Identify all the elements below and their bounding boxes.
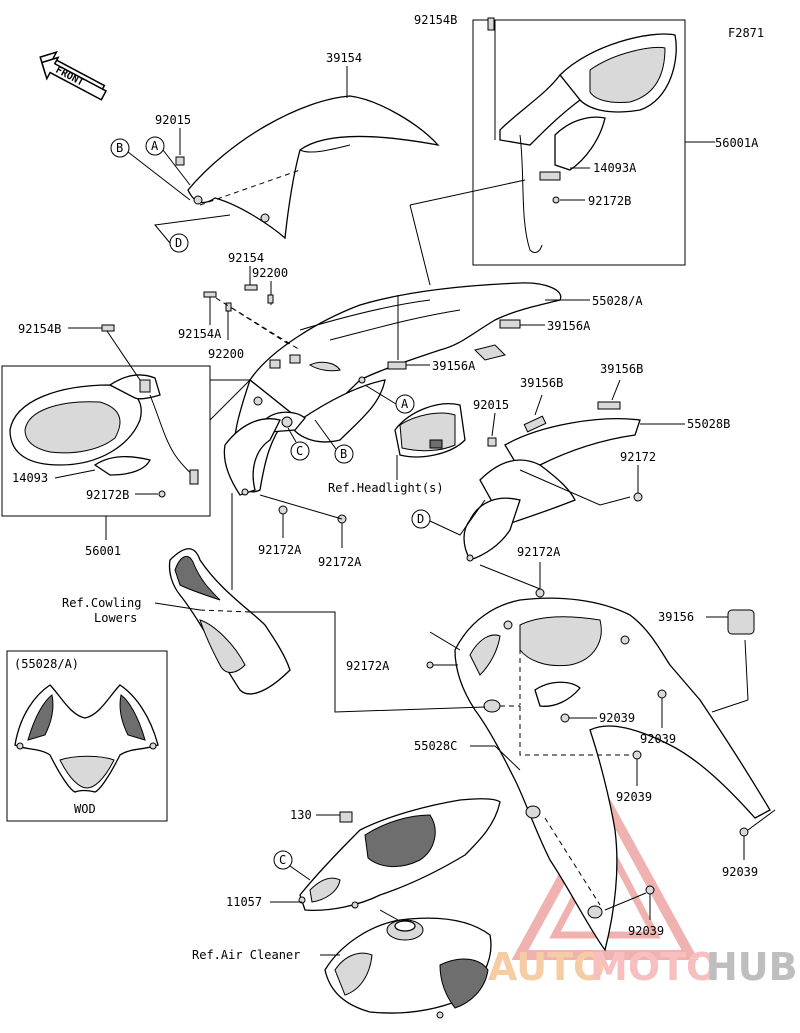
label-92154A: 92154A <box>178 327 222 341</box>
ref-air-cleaner-label: Ref.Air Cleaner <box>192 948 300 962</box>
callout-c-bottom: C <box>273 850 293 870</box>
grommet-39156 <box>727 609 755 635</box>
inner-fairing-bracket <box>223 396 281 496</box>
callout-d-mid: D <box>411 509 431 529</box>
label-92015-mid: 92015 <box>473 398 509 412</box>
watermark-text-moto: MOTO <box>590 945 718 989</box>
callout-b-top: B <box>110 138 130 158</box>
figure-code: F2871 <box>728 26 764 40</box>
ref-cowling-label-2: Lowers <box>94 611 137 625</box>
mirror-right-part <box>499 33 677 253</box>
label-92039-5: 92039 <box>628 924 664 938</box>
svg-text:D: D <box>417 512 424 526</box>
cowling-lower-ref-part <box>168 548 291 695</box>
label-92039-2: 92039 <box>640 732 676 746</box>
label-39154: 39154 <box>326 51 362 65</box>
label-92172B-left: 92172B <box>86 488 129 502</box>
callout-a-top: A <box>145 136 165 156</box>
label-92172A-3: 92172A <box>517 545 561 559</box>
svg-text:D: D <box>175 236 182 250</box>
label-55028C: 55028C <box>414 739 457 753</box>
label-92172A-2: 92172A <box>318 555 362 569</box>
label-39156: 39156 <box>658 610 694 624</box>
label-92172A-4: 92172A <box>346 659 390 673</box>
label-39156A-1: 39156A <box>547 319 591 333</box>
label-92039-4: 92039 <box>722 865 758 879</box>
label-92172-right: 92172 <box>620 450 656 464</box>
watermark-text-auto: AUTO <box>488 945 605 989</box>
svg-text:A: A <box>401 397 409 411</box>
wod-inset-title: (55028/A) <box>14 657 79 671</box>
svg-text:A: A <box>151 139 159 153</box>
callout-c-mid: C <box>290 441 310 461</box>
wod-caption: WOD <box>74 802 96 816</box>
callout-b-mid: B <box>334 444 354 464</box>
label-39156B-1: 39156B <box>520 376 563 390</box>
ref-cowling-label-1: Ref.Cowling <box>62 596 141 610</box>
wod-inset-box <box>6 650 168 822</box>
svg-text:C: C <box>279 853 286 867</box>
svg-text:B: B <box>116 141 123 155</box>
label-56001A: 56001A <box>715 136 759 150</box>
label-92154: 92154 <box>228 251 264 265</box>
label-92154B-left: 92154B <box>18 322 61 336</box>
inner-fairing-55028b <box>463 418 641 562</box>
label-92172A-1: 92172A <box>258 543 302 557</box>
svg-text:C: C <box>296 444 303 458</box>
front-arrow-icon: FRONT <box>39 50 108 101</box>
label-92015-left: 92015 <box>155 113 191 127</box>
headlight-ref-part <box>394 403 466 458</box>
label-14093A: 14093A <box>593 161 637 175</box>
label-92172B-right: 92172B <box>588 194 631 208</box>
label-92154B-top: 92154B <box>414 13 457 27</box>
label-56001: 56001 <box>85 544 121 558</box>
callout-d-top: D <box>169 233 189 253</box>
mirror-left-part <box>9 374 199 485</box>
label-55028A: 55028/A <box>592 294 643 308</box>
label-39156A-2: 39156A <box>432 359 476 373</box>
air-cleaner-ref-part <box>324 917 492 1019</box>
center-cowling-55028c <box>454 597 771 952</box>
label-39156B-2: 39156B <box>600 362 643 376</box>
callout-a-mid: A <box>395 394 415 414</box>
label-55028B: 55028B <box>687 417 730 431</box>
label-130: 130 <box>290 808 312 822</box>
label-92200-top: 92200 <box>252 266 288 280</box>
label-14093: 14093 <box>12 471 48 485</box>
label-11057: 11057 <box>226 895 262 909</box>
wod-cowling-part <box>14 684 159 793</box>
svg-text:B: B <box>340 447 347 461</box>
watermark-text-hub: HUB <box>706 945 798 989</box>
label-92200-bot: 92200 <box>208 347 244 361</box>
ref-headlight-label: Ref.Headlight(s) <box>328 481 444 495</box>
label-92039-3: 92039 <box>616 790 652 804</box>
windscreen-part <box>187 95 440 240</box>
label-92039-1: 92039 <box>599 711 635 725</box>
cover-bracket-11057 <box>298 798 501 911</box>
